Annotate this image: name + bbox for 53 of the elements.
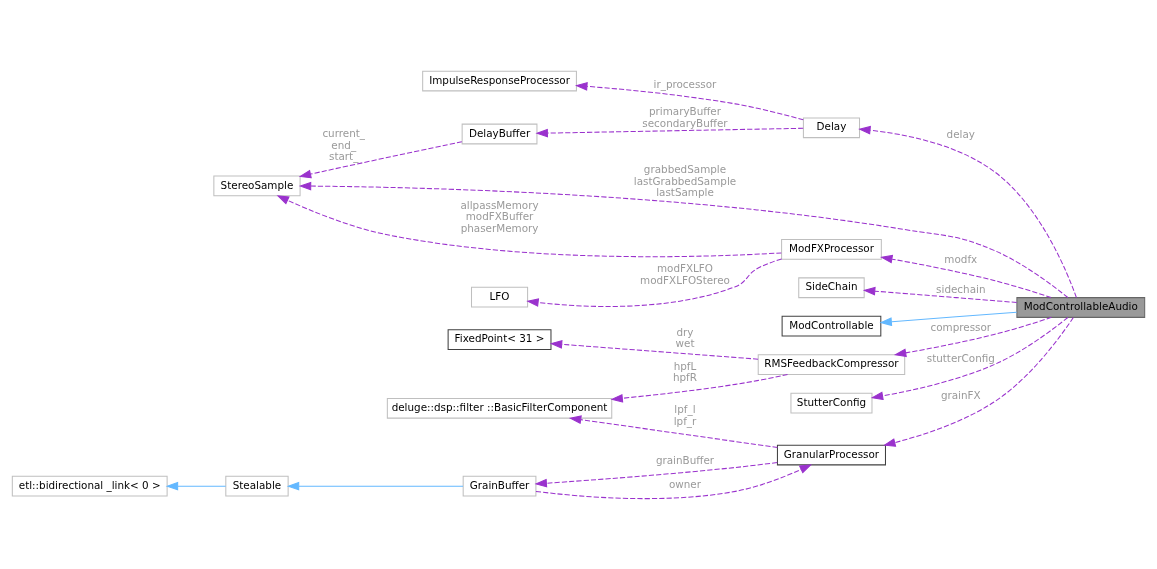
edge-label: ir_processor xyxy=(653,77,717,90)
node-box: RMSFeedbackCompressor xyxy=(757,353,906,375)
arrow xyxy=(575,81,804,120)
arrow xyxy=(870,316,1069,400)
arrow xyxy=(568,414,778,448)
edge-label: hpfL hpfR xyxy=(672,359,697,383)
arrow xyxy=(165,481,227,491)
arrow xyxy=(879,311,1018,326)
arrow xyxy=(535,127,804,137)
edge-label: grabbedSample lastGrabbedSample lastSample xyxy=(633,162,737,198)
arrow xyxy=(298,140,463,178)
node-box: deluge::dsp::filter ::BasicFilterComponent xyxy=(386,397,613,419)
node-box: GrainBuffer xyxy=(462,475,537,497)
arrow xyxy=(286,481,464,491)
edge-label: lpf_l lpf_r xyxy=(673,402,697,427)
arrow xyxy=(893,316,1052,357)
arrow xyxy=(862,286,1018,303)
edge-label: owner xyxy=(668,477,702,490)
edge-label: dry wet xyxy=(675,325,695,349)
node-box: etl::bidirectional _link< 0 > xyxy=(11,475,168,497)
node-box: ImpulseResponseProcessor xyxy=(422,70,577,91)
edge-label: sidechain xyxy=(936,282,986,295)
arrow xyxy=(880,254,1052,298)
node-box: GranularProcessor xyxy=(776,444,886,465)
edge-label: allpassMemory modFXBuffer phaserMemory xyxy=(460,198,539,234)
arrow xyxy=(526,257,783,307)
node-box: DelayBuffer xyxy=(461,123,538,144)
arrow xyxy=(610,373,789,403)
node-box: SideChain xyxy=(798,276,865,298)
node-box: StereoSample xyxy=(213,175,301,196)
edge-label: compressor xyxy=(930,320,992,333)
edge-label: modfx xyxy=(944,252,978,265)
node-box: ModControllableAudio xyxy=(1016,296,1146,318)
edge-label: primaryBuffer secondaryBuffer xyxy=(642,104,728,129)
node-box: StutterConfig xyxy=(790,392,873,413)
node-box: FixedPoint< 31 > xyxy=(447,328,552,350)
edge-label: stutterConfig xyxy=(926,351,995,364)
edge-label: grainBuffer xyxy=(655,453,715,466)
node-box: Stealable xyxy=(225,475,289,497)
edge-label: grainFX xyxy=(940,388,981,401)
arrow xyxy=(883,316,1074,447)
node-box: LFO xyxy=(471,286,529,307)
node-box: Delay xyxy=(802,116,861,138)
node-box: ModFXProcessor xyxy=(781,238,882,260)
arrow xyxy=(276,194,782,257)
arrow xyxy=(534,461,778,488)
edge-label: modFXLFO modFXLFOStereo xyxy=(640,261,730,286)
arrow xyxy=(535,463,813,499)
edge-label: delay xyxy=(946,127,975,140)
arrow xyxy=(858,125,1077,298)
node-box: ModControllable xyxy=(781,315,882,337)
edge-label: current_ end_ start_ xyxy=(322,126,366,162)
arrow xyxy=(549,339,759,360)
